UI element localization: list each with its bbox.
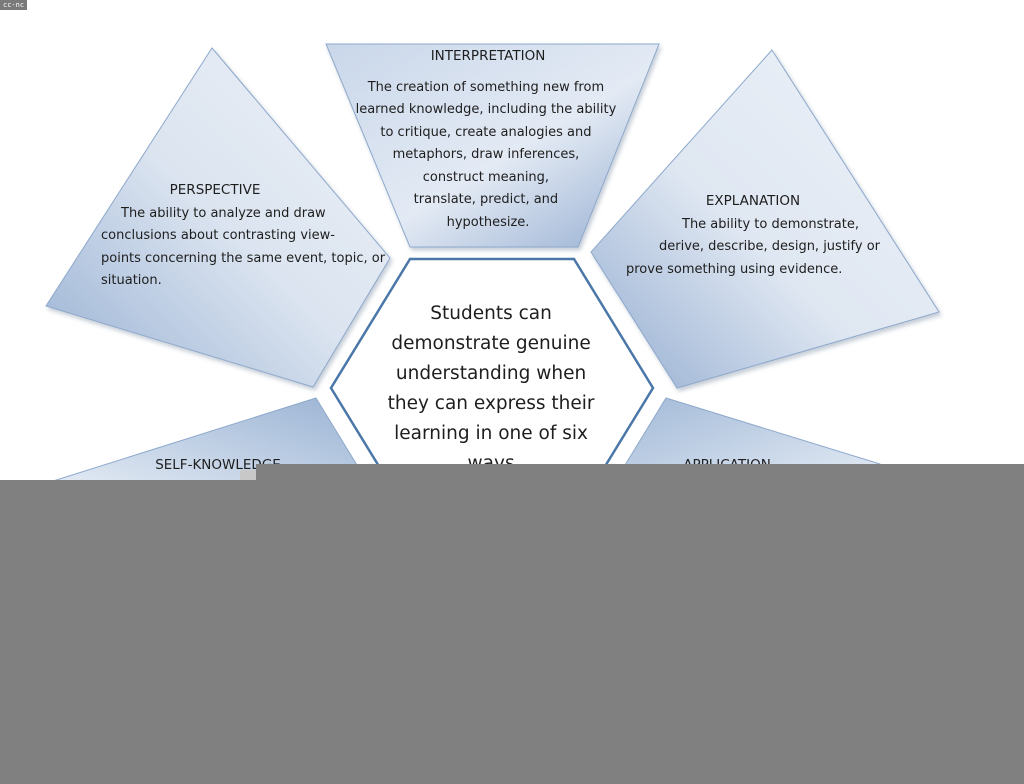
perspective-shape: [45, 47, 391, 388]
center-hexagon: Students can demonstrate genuine underst…: [329, 257, 655, 519]
facet-interpretation: INTERPRETATION The creation of something…: [325, 43, 660, 248]
interpretation-text: The creation of something new from learn…: [356, 80, 621, 230]
center-statement: Students can demonstrate genuine underst…: [388, 303, 601, 474]
perspective-text: The ability to analyze and draw conclusi…: [101, 206, 389, 288]
explanation-title: EXPLANATION: [706, 193, 800, 209]
explanation-shape: [590, 49, 940, 389]
gray-cover: [0, 480, 1024, 784]
gray-cover-step: [256, 464, 1024, 480]
interpretation-shape: [325, 43, 660, 248]
cover-notch: [240, 470, 256, 480]
facet-explanation: EXPLANATION The ability to demonstrate, …: [590, 49, 940, 389]
understanding-diagram: INTERPRETATION The creation of something…: [45, 43, 940, 519]
interpretation-title: INTERPRETATION: [431, 48, 546, 64]
facet-perspective: PERSPECTIVE The ability to analyze and d…: [45, 47, 391, 388]
license-badge: cc-nc: [0, 0, 28, 10]
self-knowledge-title: SELF-KNOWLEDGE: [155, 457, 281, 473]
explanation-text: The ability to demonstrate, derive, desc…: [626, 217, 884, 277]
perspective-title: PERSPECTIVE: [170, 182, 261, 198]
